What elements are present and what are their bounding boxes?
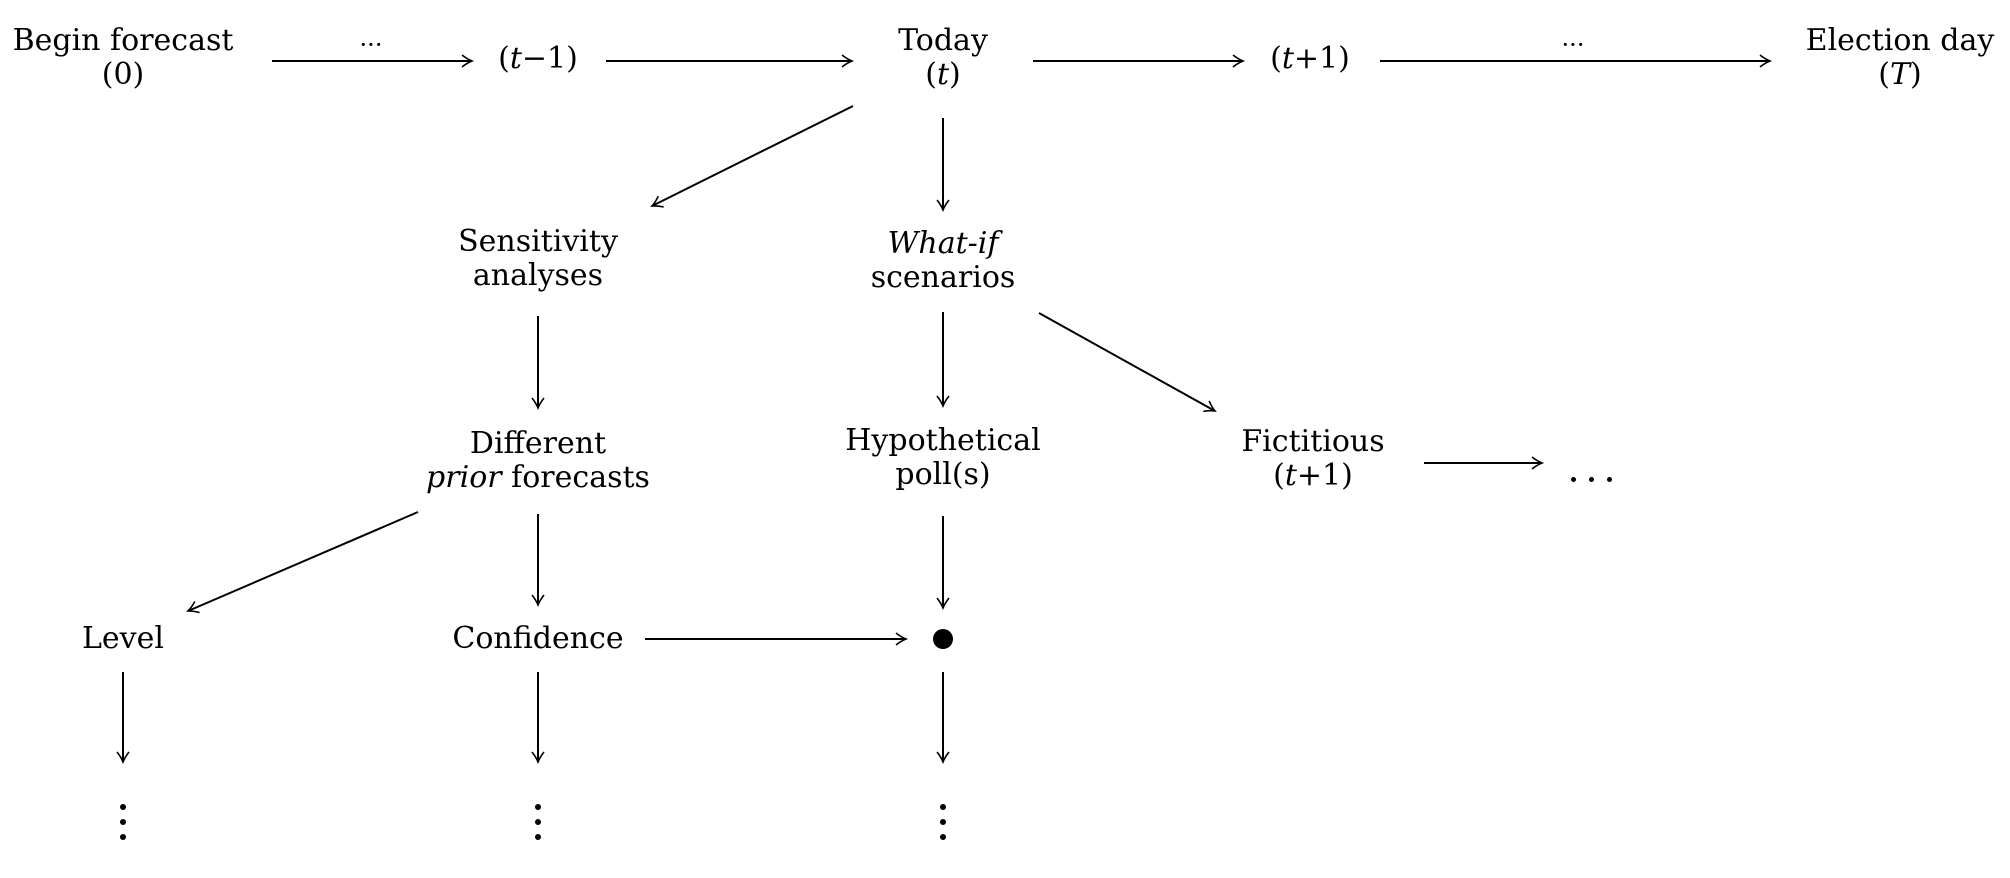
arrow-whatif-to-fictitious — [1038, 312, 1217, 413]
node-sensitivity-analyses: Sensitivity analyses — [458, 225, 618, 293]
arrow-today-to-sensitivity — [650, 105, 854, 208]
paren: ) — [1341, 458, 1353, 493]
node-today: Today (t) — [898, 24, 988, 92]
election-title: Election day — [1805, 23, 1995, 58]
node-level: Level — [82, 621, 164, 656]
node-different-prior-forecasts: Different prior forecasts — [426, 427, 650, 495]
continuation-dots-confidence — [535, 804, 541, 849]
bullet-node — [933, 629, 953, 649]
var-t: t — [509, 41, 522, 76]
prior-line2-rest: forecasts — [501, 460, 650, 495]
paren: ) — [949, 57, 961, 92]
var-T: T — [1889, 57, 1911, 92]
paren: ) — [566, 41, 578, 76]
node-begin-forecast: Begin forecast (0) — [13, 24, 234, 92]
arrow-prior-to-level — [186, 511, 419, 614]
whatif-line2: scenarios — [870, 260, 1016, 295]
op-plus-1: +1 — [1293, 41, 1339, 76]
op-minus-1: −1 — [521, 41, 567, 76]
whatif-line1: What-if — [887, 226, 999, 261]
node-hypothetical-polls: Hypothetical poll(s) — [845, 424, 1040, 492]
prior-emphasis: prior — [426, 460, 502, 495]
hypothetical-line2: poll(s) — [895, 457, 991, 492]
today-title: Today — [898, 23, 988, 58]
paren: ) — [132, 57, 145, 92]
node-t-minus-1: (t−1) — [498, 42, 578, 76]
op-plus-1: +1 — [1296, 458, 1342, 493]
begin-title: Begin forecast — [12, 23, 234, 58]
paren: ) — [1338, 41, 1350, 76]
paren: ( — [101, 57, 114, 92]
gap-ellipsis-right: ··· — [1561, 31, 1585, 59]
node-fictitious-t-plus-1: Fictitious (t+1) — [1241, 425, 1384, 493]
paren: ) — [1910, 57, 1922, 92]
node-t-plus-1: (t+1) — [1270, 42, 1350, 76]
continuation-dots-right — [1571, 467, 1625, 482]
hypothetical-line1: Hypothetical — [845, 423, 1041, 458]
var-t: t — [936, 57, 950, 92]
node-election-day: Election day (T) — [1806, 24, 1995, 92]
sensitivity-line2: analyses — [472, 258, 604, 293]
continuation-dots-bullet — [940, 804, 946, 849]
fictitious-line1: Fictitious — [1241, 424, 1385, 459]
paren: ( — [1270, 41, 1282, 76]
node-whatif-scenarios: What-if scenarios — [871, 227, 1016, 295]
var-t: t — [1284, 458, 1297, 493]
paren: ( — [925, 57, 937, 92]
var-t: t — [1281, 41, 1294, 76]
continuation-dots-level — [120, 804, 126, 849]
sensitivity-line1: Sensitivity — [458, 224, 618, 259]
prior-line1: Different — [469, 426, 607, 461]
paren: ( — [498, 41, 510, 76]
node-confidence: Confidence — [452, 621, 624, 656]
gap-ellipsis-left: ··· — [359, 31, 383, 59]
begin-value: 0 — [113, 57, 133, 92]
paren: ( — [1273, 458, 1285, 493]
paren: ( — [1878, 57, 1890, 92]
